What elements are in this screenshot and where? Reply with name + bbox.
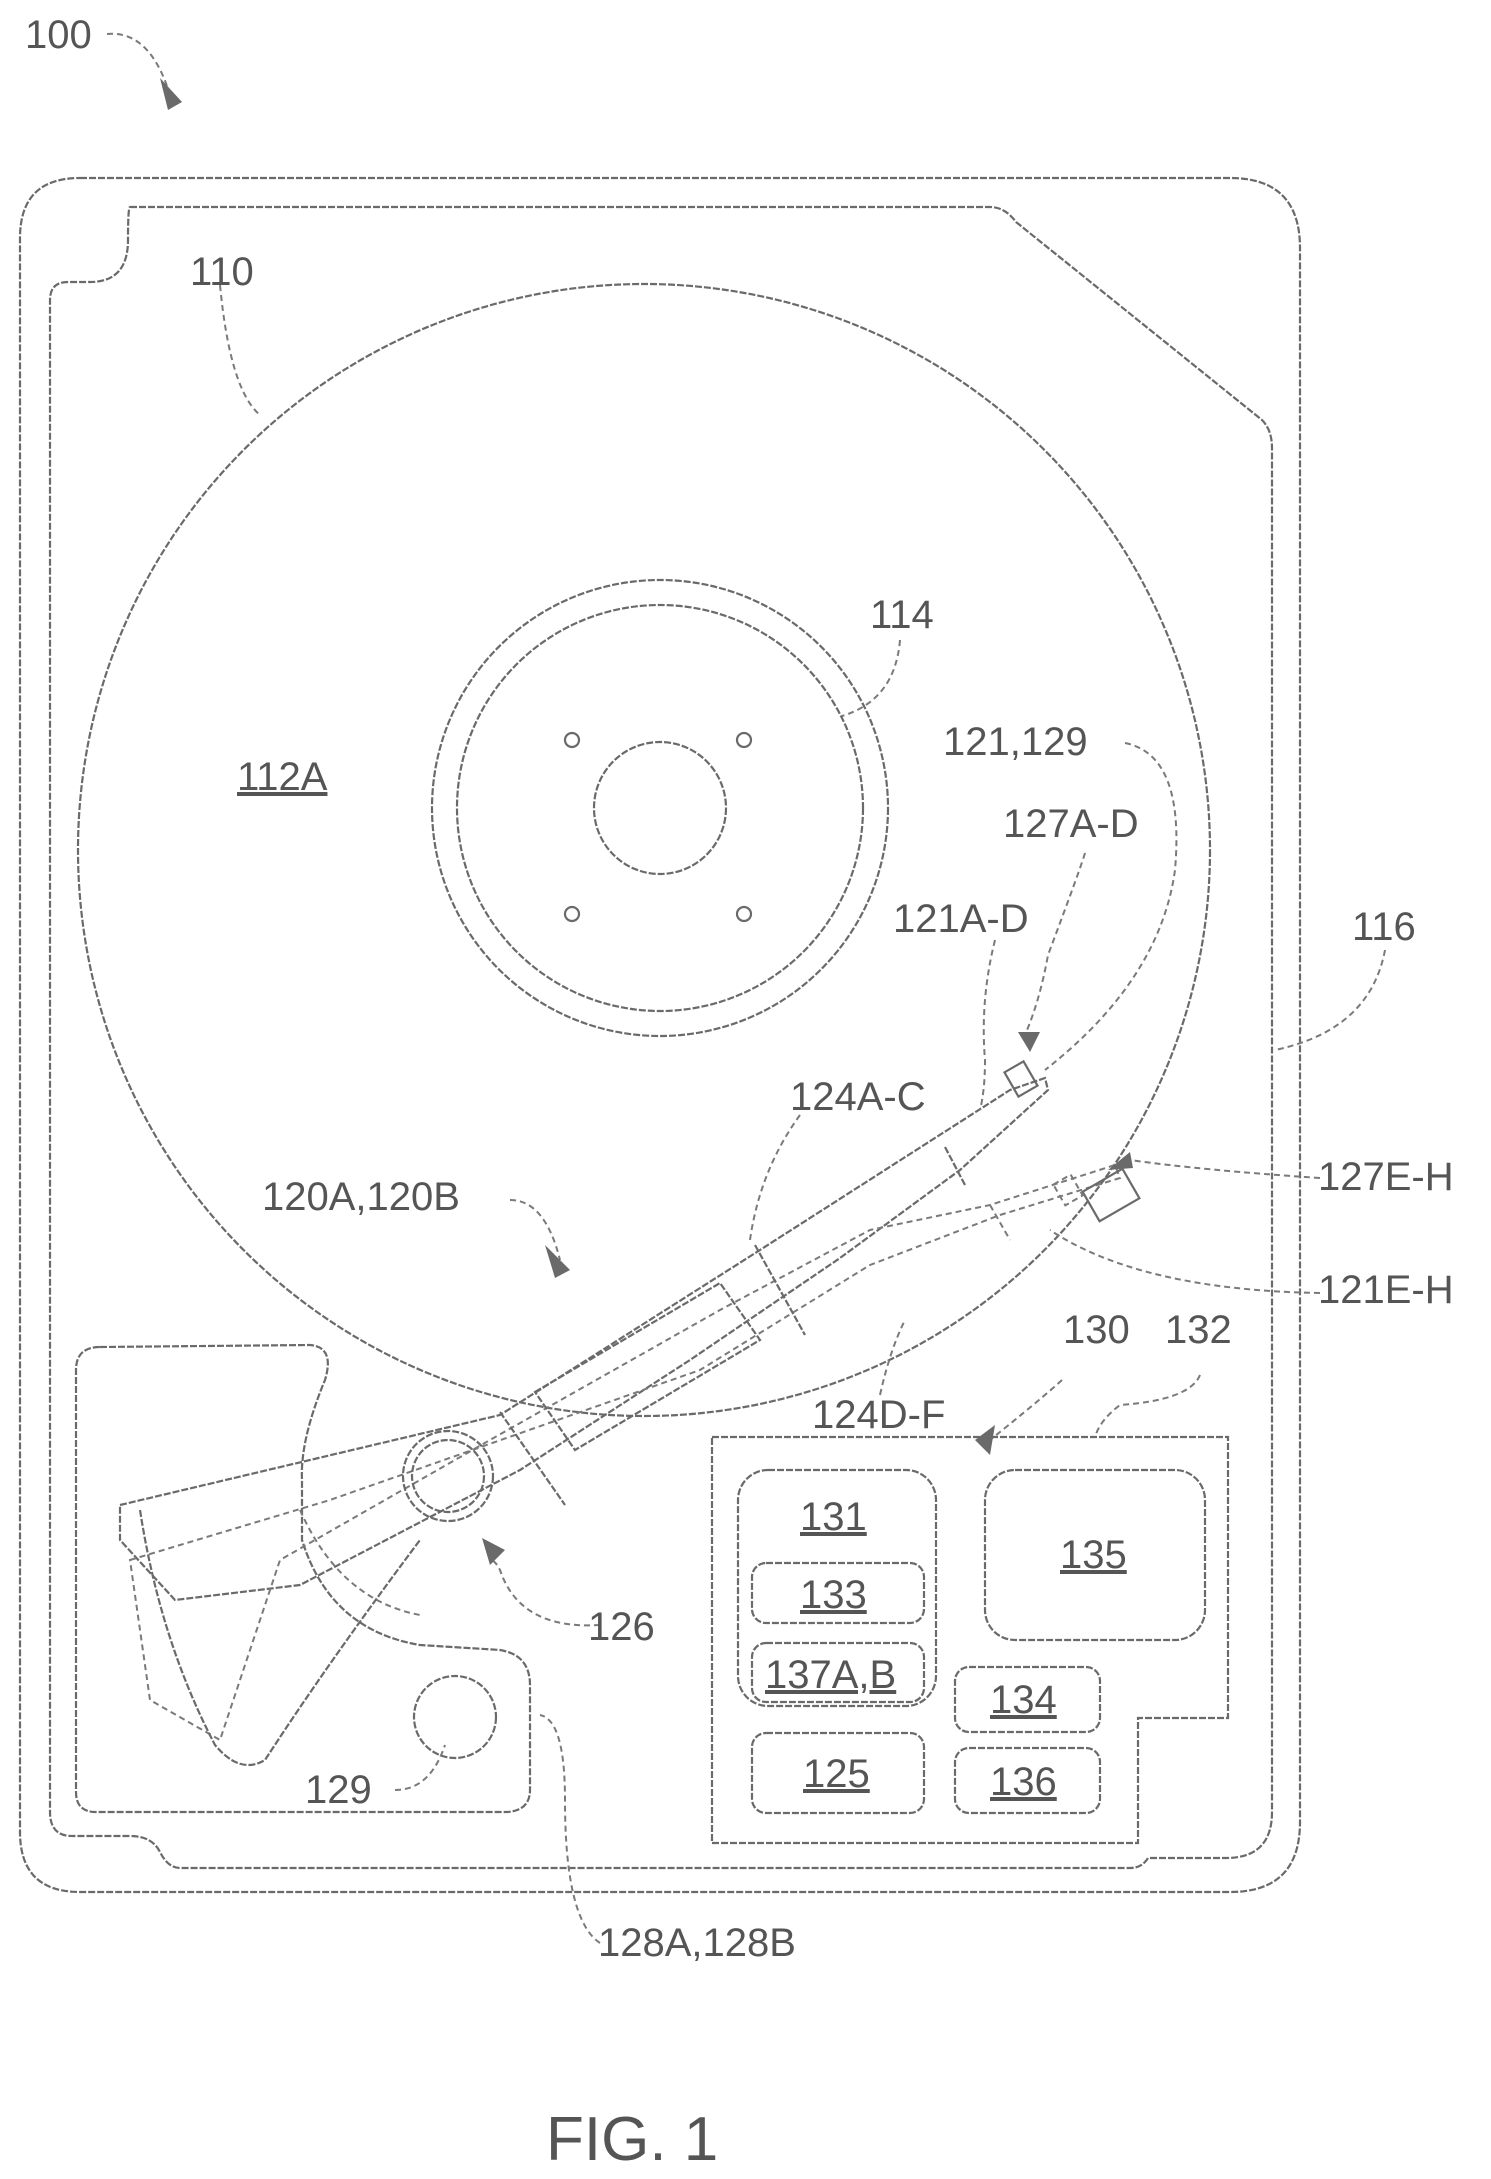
screw-hole bbox=[737, 733, 751, 747]
label-112A: 112A bbox=[237, 755, 328, 799]
screw-hole bbox=[737, 907, 751, 921]
label-132: 132 bbox=[1165, 1308, 1232, 1352]
spindle-hub-outer bbox=[432, 580, 888, 1036]
leader-121A-D bbox=[980, 940, 995, 1110]
label-136: 136 bbox=[990, 1760, 1057, 1804]
leader-130 bbox=[990, 1380, 1062, 1440]
label-131: 131 bbox=[800, 1495, 867, 1539]
leader-127E-H bbox=[1130, 1160, 1320, 1178]
leader-121E-H bbox=[1050, 1230, 1320, 1293]
pivot-inner bbox=[412, 1440, 484, 1512]
label-124D-F: 124D-F bbox=[812, 1393, 945, 1437]
head-slider-bottom bbox=[1083, 1169, 1140, 1221]
label-100: 100 bbox=[25, 13, 92, 57]
label-120: 120A,120B bbox=[262, 1175, 460, 1219]
magnet-circle bbox=[414, 1676, 496, 1758]
arm-fan bbox=[140, 1510, 420, 1765]
label-125: 125 bbox=[803, 1752, 870, 1796]
screw-hole bbox=[565, 907, 579, 921]
arrowhead-100 bbox=[160, 78, 182, 110]
label-128: 128A,128B bbox=[598, 1921, 796, 1965]
label-133: 133 bbox=[800, 1573, 867, 1617]
label-135: 135 bbox=[1060, 1533, 1127, 1577]
leader-116 bbox=[1275, 950, 1385, 1050]
leader-100 bbox=[107, 34, 170, 95]
spindle-center bbox=[594, 742, 726, 874]
leader-129 bbox=[395, 1745, 445, 1790]
disk-outline bbox=[78, 284, 1210, 1416]
label-137AB: 137A,B bbox=[765, 1653, 896, 1697]
arm-segment-line bbox=[945, 1147, 965, 1185]
label-124A-C: 124A-C bbox=[790, 1075, 926, 1119]
screw-hole bbox=[565, 733, 579, 747]
arrowhead-130 bbox=[975, 1425, 995, 1455]
label-116: 116 bbox=[1352, 905, 1416, 949]
leader-110 bbox=[220, 285, 260, 415]
spindle-hub-inner bbox=[457, 605, 863, 1011]
label-121A-D: 121A-D bbox=[893, 897, 1029, 941]
label-130: 130 bbox=[1063, 1308, 1130, 1352]
leader-132 bbox=[1095, 1375, 1200, 1437]
arm-segment-line bbox=[500, 1412, 565, 1505]
leader-114 bbox=[842, 640, 900, 716]
label-114: 114 bbox=[870, 593, 934, 637]
arm-window bbox=[535, 1283, 760, 1450]
leader-121-129 bbox=[1045, 743, 1176, 1070]
label-121E-H: 121E-H bbox=[1318, 1268, 1454, 1312]
label-110: 110 bbox=[190, 250, 254, 294]
label-129: 129 bbox=[305, 1768, 372, 1812]
leader-127A-D bbox=[1025, 853, 1085, 1035]
label-126: 126 bbox=[588, 1605, 655, 1649]
actuator-arm-lower bbox=[130, 1165, 1120, 1740]
arm-segment-line bbox=[990, 1205, 1010, 1240]
arrowhead-126 bbox=[482, 1538, 505, 1565]
leader-124A-C bbox=[750, 1115, 800, 1240]
label-134: 134 bbox=[990, 1678, 1057, 1722]
leader-120 bbox=[510, 1200, 560, 1260]
leader-126 bbox=[490, 1560, 600, 1625]
vcm-region bbox=[76, 1345, 530, 1812]
label-121-129: 121,129 bbox=[943, 720, 1088, 764]
enclosure-inner bbox=[50, 207, 1272, 1868]
leader-128 bbox=[540, 1715, 600, 1943]
label-127E-H: 127E-H bbox=[1318, 1155, 1454, 1199]
arrowhead-127A-D bbox=[1018, 1032, 1040, 1052]
figure-caption: FIG. 1 bbox=[546, 2105, 718, 2174]
label-127A-D: 127A-D bbox=[1003, 802, 1139, 846]
